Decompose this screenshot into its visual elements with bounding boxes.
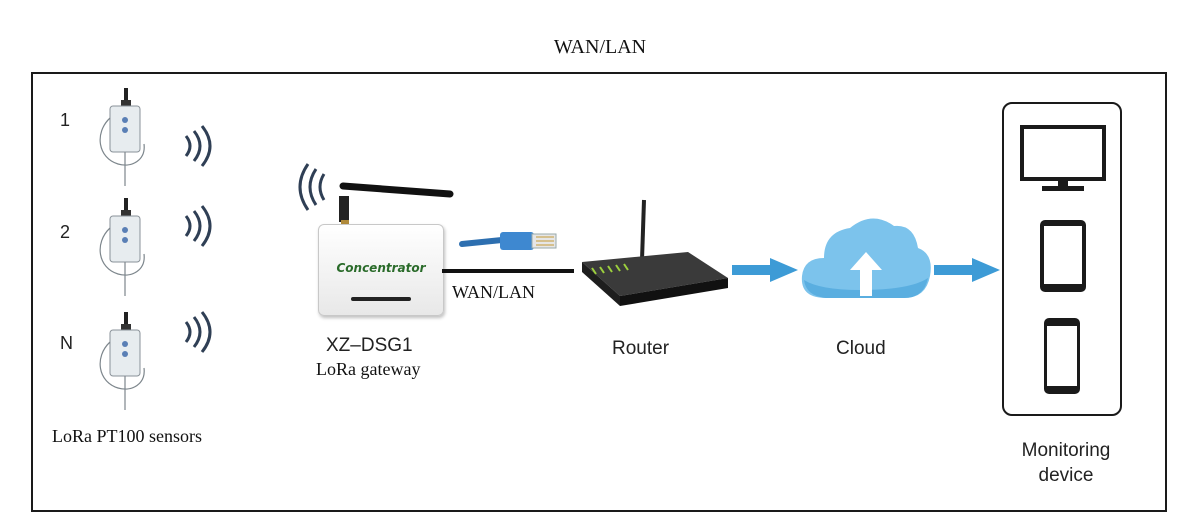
arrow-icon [732,258,798,282]
gateway-device: Concentrator [318,224,444,316]
arrow-icon [934,258,1000,282]
monitoring-device-box [1002,102,1122,416]
sensors-caption: LoRa PT100 sensors [52,426,202,446]
sensor-device-n [99,312,145,410]
antenna-icon [339,182,454,228]
wan-lan-link-line [442,269,574,273]
link-label: WAN/LAN [452,282,535,302]
gateway-led-bar [351,297,411,301]
monitor-icon [1020,125,1106,191]
signal-waves-icon [184,205,212,247]
signal-waves-icon [184,125,212,167]
gateway-brand-text: Concentrator [336,261,426,275]
gateway-model: XZ–DSG1 [326,335,413,356]
gateway-signal-waves-icon [298,163,326,211]
monitoring-label-line1: Monitoring [1021,440,1111,461]
monitoring-label-line2: device [1038,465,1094,486]
diagram-title: WAN/LAN [553,36,647,58]
sensor-label-n: N [60,333,73,353]
sensor-label-1: 1 [60,110,71,130]
sensor-device-1 [99,88,145,186]
sensor-label-2: 2 [60,222,71,242]
diagram-frame [31,72,1167,512]
monitoring-device-label: Monitoring device [1002,438,1130,488]
ethernet-cable-icon [459,232,557,250]
router-device [582,199,728,306]
gateway-caption: LoRa gateway [316,359,421,379]
phone-icon [1044,318,1080,394]
sensor-device-2 [99,198,145,296]
router-label: Router [612,338,670,359]
signal-waves-icon [184,311,212,353]
tablet-icon [1040,220,1086,292]
cloud-icon [801,218,931,298]
cloud-label: Cloud [836,338,886,359]
